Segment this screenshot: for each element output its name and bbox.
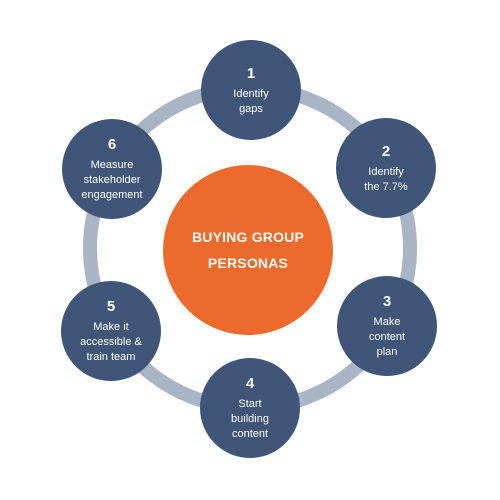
step-label-line: Make it [93, 321, 129, 333]
step-number: 5 [106, 298, 116, 315]
step-number: 2 [381, 142, 391, 160]
step-label-line: train team [86, 351, 136, 363]
step-node-2: 2 Identify the 7.7% [336, 118, 436, 218]
step-label-line: engagement [81, 189, 143, 201]
step-label-line: Start [238, 398, 262, 410]
step-label-line: Identify [233, 87, 269, 100]
step-node-1: 1 Identify gaps [201, 40, 301, 140]
step-node-3: 3 Make content plan [337, 276, 437, 376]
step-label-line: the 7.7% [364, 180, 408, 193]
center-title-line-2: PERSONAS [207, 255, 289, 271]
step-node-6: 6 Measure stakeholder engagement [62, 119, 162, 219]
center-circle: BUYING GROUP PERSONAS [163, 165, 333, 335]
step-number: 6 [107, 136, 117, 153]
step-label-line: Identify [368, 165, 404, 178]
step-number: 4 [245, 375, 255, 392]
step-label-line: gaps [239, 102, 263, 115]
step-label-line: Make [373, 316, 401, 328]
step-label-line: Measure [90, 159, 134, 171]
step-label-line: content [368, 331, 406, 343]
step-label-line: accessible & [80, 336, 142, 348]
step-node-4: 4 Start building content [200, 358, 300, 458]
center-title-line-1: BUYING GROUP [191, 229, 305, 245]
step-label-line: building [231, 413, 269, 425]
step-node-5: 5 Make it accessible & train team [61, 281, 161, 381]
step-number: 3 [382, 293, 392, 310]
step-label-line: plan [376, 346, 398, 358]
step-label-line: stakeholder [83, 174, 141, 186]
step-label-line: content [231, 428, 269, 440]
step-number: 1 [246, 64, 256, 82]
